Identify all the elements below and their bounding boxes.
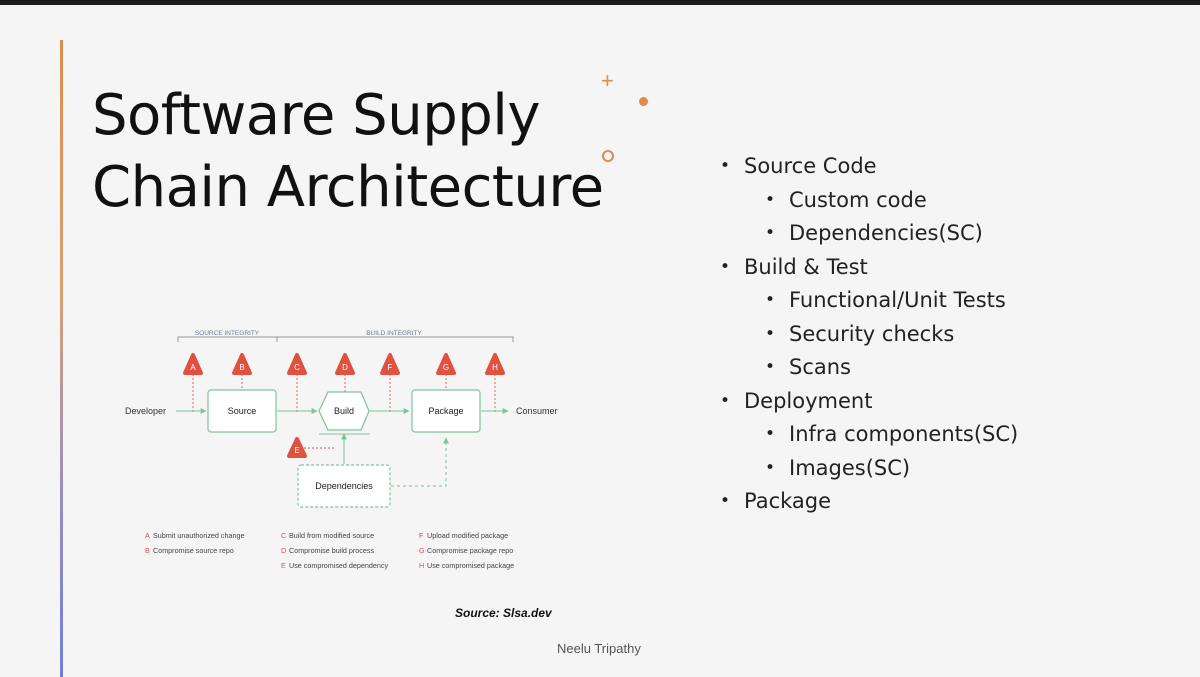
threat-f-icon: F: [380, 353, 400, 375]
svg-text:Upload modified package: Upload modified package: [427, 531, 508, 540]
accent-line: [60, 40, 63, 677]
svg-text:A: A: [190, 363, 196, 372]
threat-a-icon: A: [183, 353, 203, 375]
svg-text:E: E: [281, 561, 286, 570]
svg-text:C: C: [281, 531, 286, 540]
bullet-item: Build & Test: [720, 251, 1018, 285]
build-node: [318, 391, 370, 431]
dependencies-node: [297, 464, 391, 508]
sub-bullet-item: Infra components(SC): [720, 418, 1018, 452]
threat-g-icon: G: [436, 353, 456, 375]
source-caption: Source: Slsa.dev: [455, 606, 552, 620]
svg-text:Compromise source repo: Compromise source repo: [153, 546, 234, 555]
legend-item: A Submit unauthorized change: [145, 531, 245, 540]
svg-text:B: B: [145, 546, 150, 555]
svg-text:D: D: [281, 546, 286, 555]
svg-text:B: B: [239, 363, 244, 372]
legend-item: G Compromise package repo: [419, 546, 513, 555]
dependencies-label: Dependencies: [315, 481, 373, 491]
threat-c-icon: C: [287, 353, 307, 375]
sub-bullet-item: Images(SC): [720, 452, 1018, 486]
sub-bullet-item: Functional/Unit Tests: [720, 284, 1018, 318]
package-node: [411, 389, 481, 433]
svg-text:H: H: [492, 363, 498, 372]
svg-text:Build from modified source: Build from modified source: [289, 531, 374, 540]
sub-bullet-item: Dependencies(SC): [720, 217, 1018, 251]
legend-item: B Compromise source repo: [145, 546, 234, 555]
svg-text:C: C: [294, 363, 300, 372]
sub-bullet-item: Custom code: [720, 184, 1018, 218]
svg-text:G: G: [443, 363, 449, 372]
threat-e-icon: E: [287, 437, 307, 458]
author-name: Neelu Tripathy: [557, 641, 641, 656]
legend-item: H Use compromised package: [419, 561, 514, 570]
window-top-bar: [0, 0, 1200, 5]
svg-text:H: H: [419, 561, 424, 570]
legend-item: E Use compromised dependency: [281, 561, 388, 570]
developer-label: Developer: [125, 406, 166, 416]
svg-text:Compromise package repo: Compromise package repo: [427, 546, 513, 555]
sub-bullet-item: Security checks: [720, 318, 1018, 352]
bullet-list: Source Code Custom code Dependencies(SC)…: [720, 150, 1018, 519]
threat-h-icon: H: [485, 353, 505, 375]
ring-icon: [602, 150, 614, 162]
threat-d-icon: D: [335, 353, 355, 375]
legend-item: D Compromise build process: [281, 546, 374, 555]
svg-text:D: D: [342, 363, 348, 372]
bullet-item: Deployment: [720, 385, 1018, 419]
bullet-item: Package: [720, 485, 1018, 519]
threat-b-icon: B: [232, 353, 252, 375]
package-label: Package: [428, 406, 463, 416]
build-label: Build: [334, 406, 354, 416]
source-label: Source: [228, 406, 257, 416]
build-integrity-bracket: [276, 336, 514, 342]
slide-title: Software Supply Chain Architecture: [92, 83, 604, 220]
svg-text:G: G: [419, 546, 425, 555]
plus-icon: +: [601, 68, 614, 93]
svg-text:Use compromised dependency: Use compromised dependency: [289, 561, 388, 570]
source-integrity-label: SOURCE INTEGRITY: [195, 330, 260, 337]
legend-item: C Build from modified source: [281, 531, 374, 540]
svg-text:Submit unauthorized change: Submit unauthorized change: [153, 531, 245, 540]
dot-icon: [639, 97, 648, 106]
bullet-item: Source Code: [720, 150, 1018, 184]
sub-bullet-item: Scans: [720, 351, 1018, 385]
legend-item: F Upload modified package: [419, 531, 508, 540]
svg-text:A: A: [145, 531, 150, 540]
build-integrity-label: BUILD INTEGRITY: [366, 330, 422, 337]
svg-text:Use compromised package: Use compromised package: [427, 561, 514, 570]
svg-text:E: E: [294, 446, 299, 455]
svg-text:Compromise build process: Compromise build process: [289, 546, 374, 555]
consumer-label: Consumer: [516, 406, 558, 416]
svg-text:F: F: [419, 531, 424, 540]
source-integrity-bracket: [177, 336, 278, 342]
svg-text:F: F: [388, 363, 393, 372]
source-node: [207, 389, 277, 433]
supply-chain-diagram: SOURCE INTEGRITY BUILD INTEGRITY A B C: [125, 330, 558, 570]
